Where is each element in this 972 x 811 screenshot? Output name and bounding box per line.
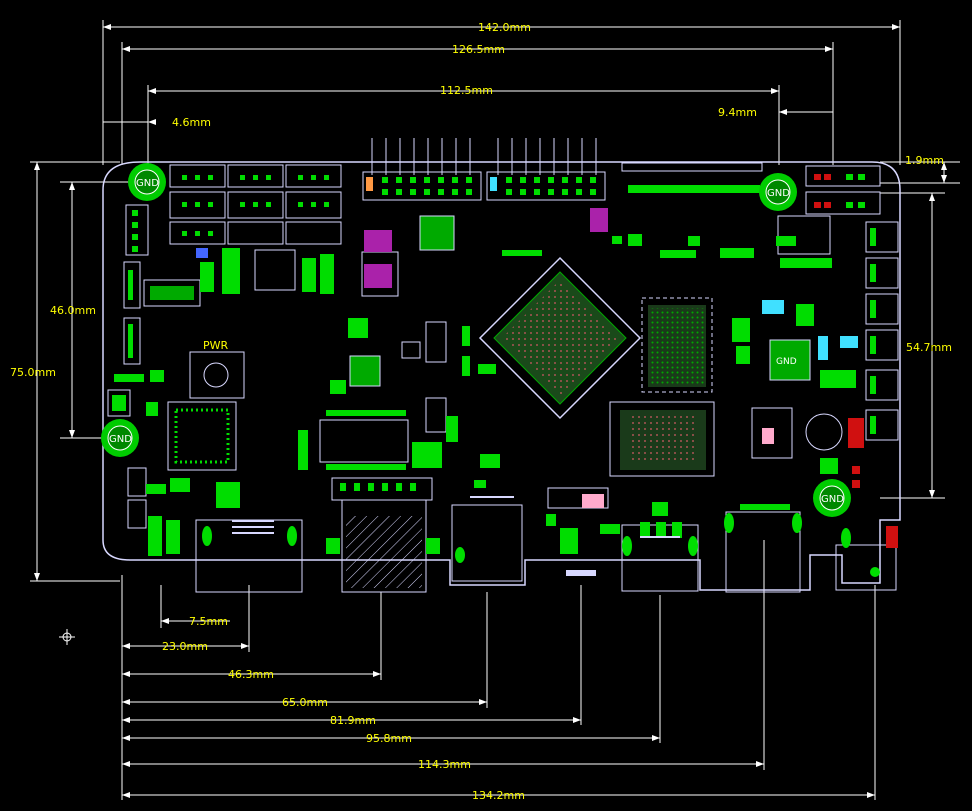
dim-4-6: 4.6mm bbox=[172, 116, 211, 129]
dim-46: 46.0mm bbox=[50, 304, 96, 317]
gnd-label: GND bbox=[109, 434, 132, 445]
dim-81-9: 81.9mm bbox=[330, 714, 376, 727]
dim-9-4: 9.4mm bbox=[718, 106, 757, 119]
board-outline bbox=[102, 161, 901, 591]
dim-126: 126.5mm bbox=[452, 43, 505, 56]
qfp-chip-left bbox=[167, 401, 237, 471]
pwr-label: PWR bbox=[203, 339, 229, 352]
dim-142: 142.0mm bbox=[478, 21, 531, 34]
dim-7-5: 7.5mm bbox=[189, 615, 228, 628]
gnd-label: GND bbox=[821, 494, 844, 505]
soc-chip bbox=[478, 256, 642, 420]
mount-holes: GND GND GND GND bbox=[101, 163, 851, 517]
dim-65: 65.0mm bbox=[282, 696, 328, 709]
dimension-arrows bbox=[34, 24, 947, 798]
power-button-footprint: PWR bbox=[189, 339, 245, 399]
dim-23: 23.0mm bbox=[162, 640, 208, 653]
dim-112: 112.5mm bbox=[440, 84, 493, 97]
dim-75: 75.0mm bbox=[10, 366, 56, 379]
dim-95-8: 95.8mm bbox=[366, 732, 412, 745]
gnd-label: GND bbox=[136, 178, 159, 189]
qfn-gnd-label: GND bbox=[776, 357, 797, 367]
dim-54-7: 54.7mm bbox=[906, 341, 952, 354]
dim-134-2: 134.2mm bbox=[472, 789, 525, 802]
origin-marker bbox=[59, 629, 75, 645]
dimension-lines bbox=[30, 20, 960, 800]
dim-114-3: 114.3mm bbox=[418, 758, 471, 771]
gnd-label: GND bbox=[767, 188, 790, 199]
dim-1-9: 1.9mm bbox=[905, 154, 944, 167]
components: GND PWR bbox=[101, 138, 899, 593]
dimension-labels: 142.0mm 126.5mm 112.5mm 4.6mm 9.4mm 1.9m… bbox=[10, 21, 952, 802]
dim-46-3: 46.3mm bbox=[228, 668, 274, 681]
